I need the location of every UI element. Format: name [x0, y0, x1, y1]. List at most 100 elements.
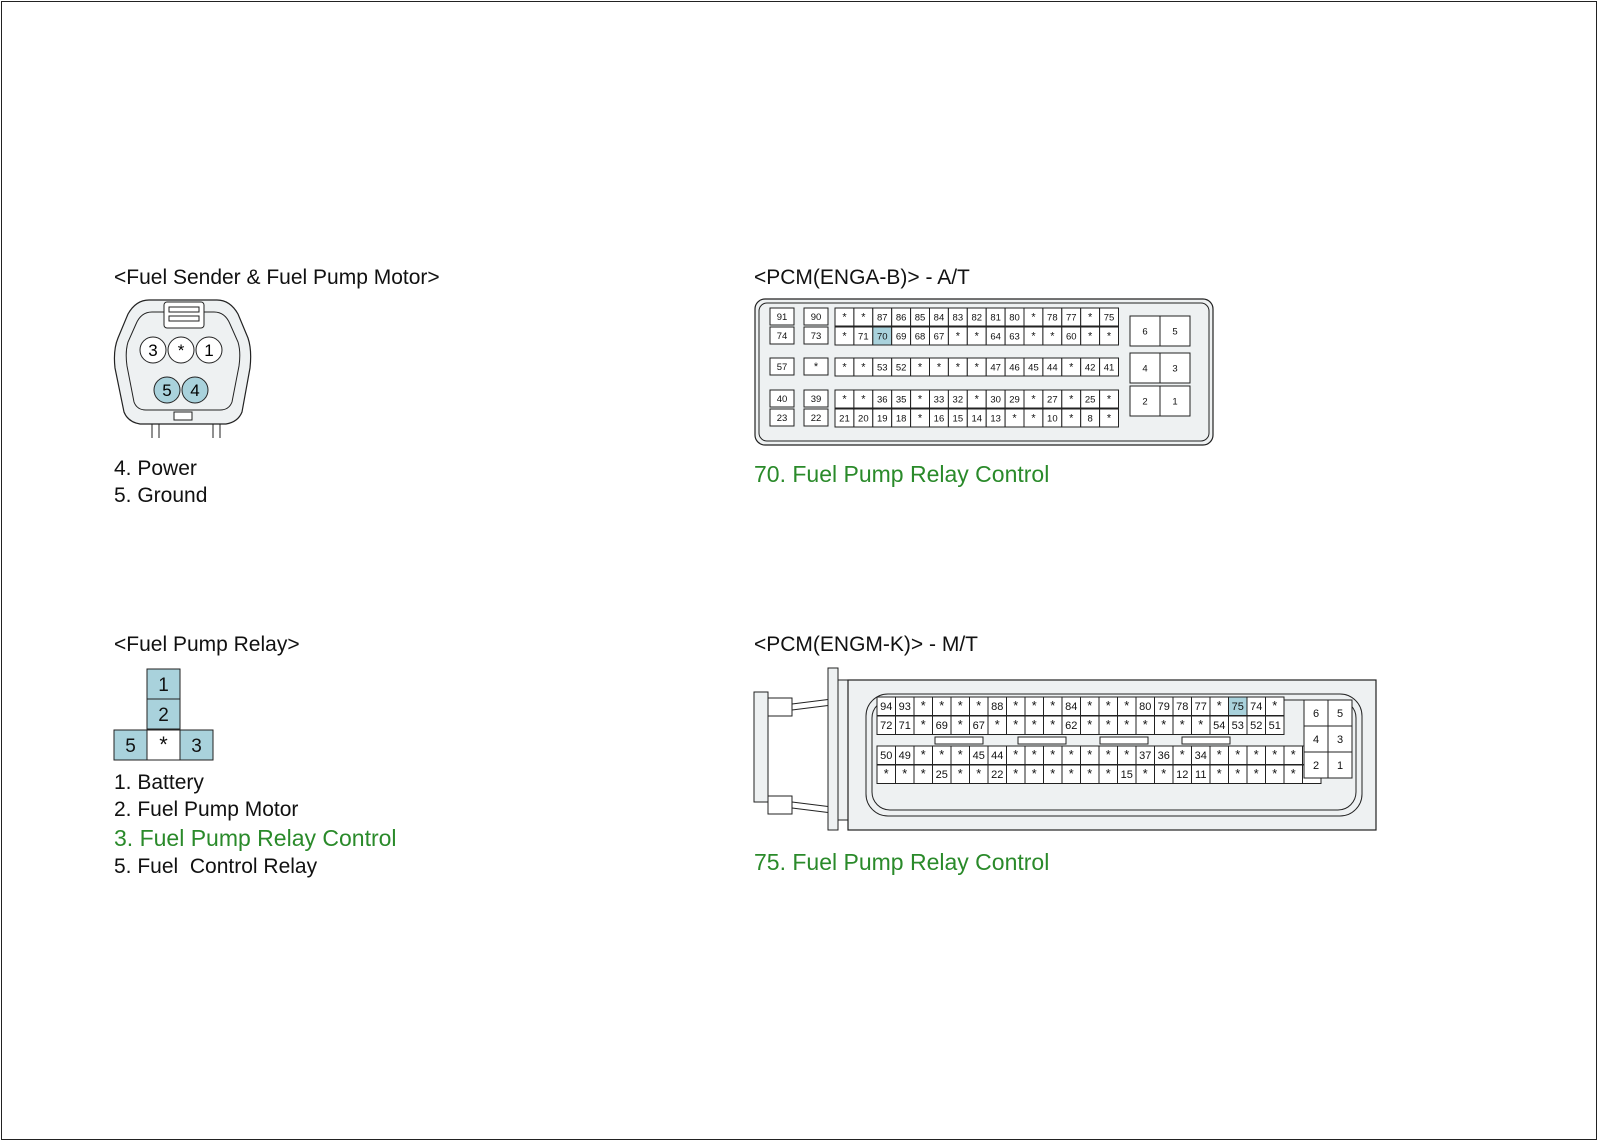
- pcm-mk-latch: [934, 736, 984, 745]
- svg-text:70: 70: [877, 331, 888, 342]
- svg-text:86: 86: [896, 312, 907, 323]
- pcm-mk-pin-11: 11: [1191, 764, 1211, 784]
- pcm-ab-pin-45: 45: [1023, 357, 1044, 377]
- svg-text:*: *: [1124, 748, 1129, 762]
- svg-text:53: 53: [1232, 720, 1244, 732]
- pcm-mk-pin-empty: *: [1191, 715, 1211, 735]
- fuel-sender-pin-3: 3: [139, 336, 167, 364]
- svg-text:*: *: [1106, 767, 1111, 781]
- svg-text:4: 4: [190, 381, 199, 400]
- svg-text:30: 30: [990, 394, 1001, 405]
- pcm-ab-pin-22: 22: [803, 408, 829, 427]
- pcm-mk-pin-empty: *: [1246, 764, 1266, 784]
- svg-text:29: 29: [1009, 394, 1020, 405]
- svg-text:37: 37: [1139, 750, 1151, 762]
- pcm-mk-pin-empty: *: [1246, 745, 1266, 765]
- pcm-ab-pin-empty: *: [1099, 408, 1120, 428]
- svg-text:*: *: [1124, 699, 1129, 713]
- svg-text:*: *: [1180, 748, 1185, 762]
- svg-text:75: 75: [1232, 701, 1244, 713]
- relay-connector: 125*3: [113, 668, 214, 761]
- pcm-ab-pin-empty: *: [910, 357, 931, 377]
- pcm-ab-pin-21: 21: [834, 408, 855, 428]
- pcm-mk-pin-empty: *: [1080, 715, 1100, 735]
- svg-text:*: *: [1272, 767, 1277, 781]
- pcm-mk-pin-53: 53: [1228, 715, 1248, 735]
- svg-text:8: 8: [1088, 413, 1093, 424]
- pcm-mk-pin-empty: *: [1043, 745, 1063, 765]
- svg-text:*: *: [1198, 718, 1203, 732]
- pcm-ab-pin-41: 41: [1099, 357, 1120, 377]
- svg-text:44: 44: [991, 750, 1003, 762]
- pcm-ab-pin-42: 42: [1080, 357, 1101, 377]
- svg-text:77: 77: [1066, 312, 1077, 323]
- svg-text:21: 21: [839, 413, 850, 424]
- pcm-ab-pin-80: 80: [1004, 307, 1025, 327]
- svg-text:*: *: [1032, 767, 1037, 781]
- pcm-ab-pin-empty: *: [853, 357, 874, 377]
- pcm-mk-pin-empty: *: [1228, 745, 1248, 765]
- pcm-ab-pin-20: 20: [853, 408, 874, 428]
- svg-text:*: *: [1050, 330, 1055, 342]
- svg-text:*: *: [1124, 718, 1129, 732]
- pcm-mk-pin-empty: *: [913, 715, 933, 735]
- svg-text:60: 60: [1066, 331, 1077, 342]
- pcm-mk-pin-empty: *: [1006, 745, 1026, 765]
- pcm-mk-pin-empty: *: [1172, 745, 1192, 765]
- pcm-mk-pin-empty: *: [913, 696, 933, 716]
- svg-text:*: *: [921, 767, 926, 781]
- svg-text:*: *: [1087, 748, 1092, 762]
- svg-text:*: *: [1143, 718, 1148, 732]
- svg-text:*: *: [958, 699, 963, 713]
- pcm-mk-pin-empty: *: [1024, 745, 1044, 765]
- pcm-mk-pin-empty: *: [1061, 745, 1081, 765]
- svg-text:94: 94: [880, 701, 892, 713]
- svg-text:10: 10: [1047, 413, 1058, 424]
- pcm-mk-pin-empty: *: [1117, 745, 1137, 765]
- svg-text:25: 25: [936, 769, 948, 781]
- pcm-ab-pin-empty: *: [834, 389, 855, 409]
- svg-text:*: *: [1106, 748, 1111, 762]
- pcm-ab-pin-23: 23: [769, 408, 795, 427]
- svg-text:*: *: [975, 330, 980, 342]
- svg-text:*: *: [1254, 767, 1259, 781]
- pcm-ab-pin-78: 78: [1042, 307, 1063, 327]
- svg-text:*: *: [1217, 767, 1222, 781]
- fuel-sender-pin-5: 5: [153, 376, 181, 404]
- pcm-ab-pin-empty: *: [1099, 326, 1120, 346]
- svg-text:74: 74: [777, 331, 788, 342]
- pcm-mk-pin-51: 51: [1265, 715, 1285, 735]
- pcm-ab-pin-r6: 6: [1129, 315, 1161, 347]
- pcm-mk-pin-empty: *: [1135, 715, 1155, 735]
- svg-text:34: 34: [1195, 750, 1207, 762]
- pcm-mk-pin-empty: *: [1006, 696, 1026, 716]
- pcm-mk-pin-empty: *: [1098, 764, 1118, 784]
- pcm-mk-pin-empty: *: [932, 745, 952, 765]
- svg-text:84: 84: [1065, 701, 1077, 713]
- pcm-mk-pin-empty: *: [1209, 745, 1229, 765]
- relay-title: <Fuel Pump Relay>: [114, 633, 300, 656]
- pcm-ab-pin-empty: *: [966, 389, 987, 409]
- pcm-mk-pin-78: 78: [1172, 696, 1192, 716]
- pcm-ab-pin-57: 57: [769, 357, 795, 376]
- pcm-ab-pin-52: 52: [891, 357, 912, 377]
- svg-text:*: *: [902, 767, 907, 781]
- pcm-mk-pin-empty: *: [1080, 696, 1100, 716]
- svg-text:69: 69: [936, 720, 948, 732]
- svg-text:73: 73: [811, 331, 822, 342]
- relay-legend-4: 5. Fuel Control Relay: [114, 855, 318, 878]
- svg-text:3: 3: [191, 736, 202, 757]
- pcm-ab-pin-empty: *: [1061, 357, 1082, 377]
- pcm-mk-pin-75: 75: [1228, 696, 1248, 716]
- relay-legend-2: 2. Fuel Pump Motor: [114, 798, 299, 821]
- svg-text:23: 23: [777, 413, 788, 424]
- pcm-mk-pin-empty: *: [1080, 764, 1100, 784]
- svg-text:14: 14: [971, 413, 982, 424]
- pcm-mk-pin-empty: *: [950, 715, 970, 735]
- pcm-mk-pin-15: 15: [1117, 764, 1137, 784]
- svg-text:*: *: [918, 412, 923, 424]
- svg-text:*: *: [921, 699, 926, 713]
- svg-text:1: 1: [1172, 396, 1177, 407]
